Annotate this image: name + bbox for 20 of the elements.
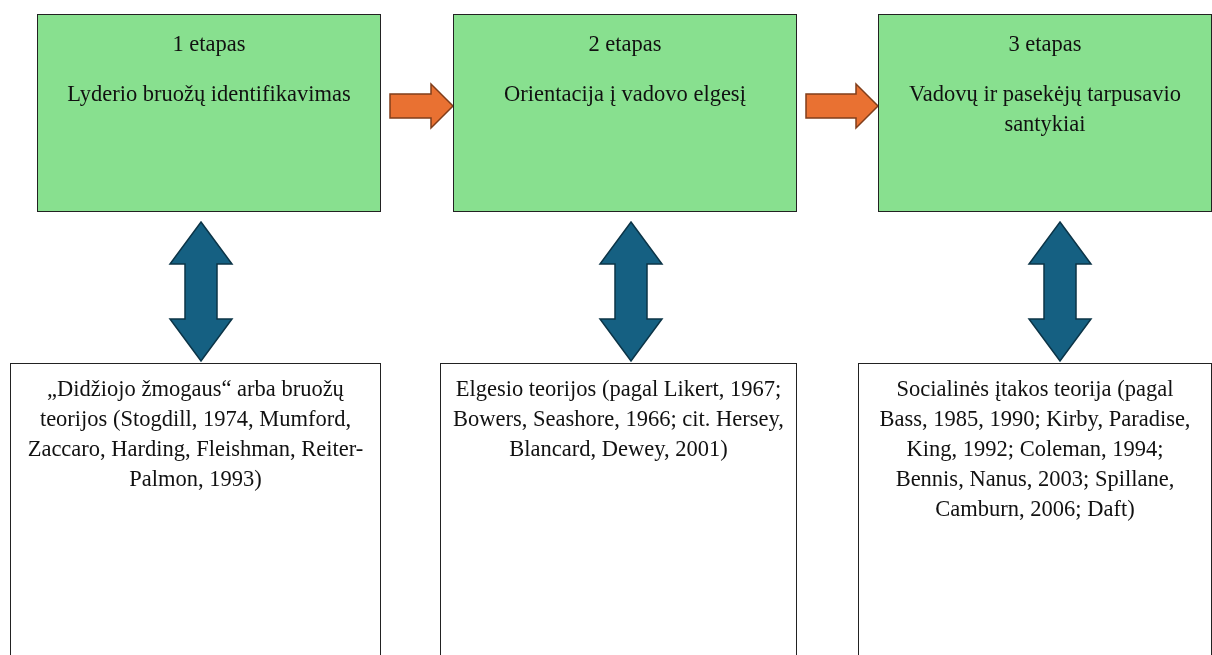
arrow: [389, 82, 455, 130]
theory-box: [858, 363, 1212, 655]
arrow: [805, 82, 880, 130]
stage-box: [878, 14, 1212, 212]
theory-text: Elgesio teorijos (pagal Likert, 1967; Bowers, Seashore, 1966; cit. Hersey, Blancard, Dewey, 2001): [452, 375, 785, 463]
theory-text: „Didžiojo žmogaus“ arba bruožų teorijos (Stogdill, 1974, Mumford, Zaccaro, Harding, Fleishman, Reiter-Palmon, 1993): [26, 375, 365, 493]
theory-box: [10, 363, 381, 655]
double-arrow: [1027, 220, 1093, 363]
stage-title: Lyderio bruožų identifikavimas: [67, 79, 351, 108]
stage-box: [37, 14, 381, 212]
stage-number: 1 etapas: [172, 30, 246, 58]
theory-box: [440, 363, 797, 655]
stage-box: [453, 14, 797, 212]
stage-title: Vadovų ir pasekėjų tarpusavio santykiai: [908, 79, 1182, 138]
double-arrow: [168, 220, 234, 363]
stage-title: Orientacija į vadovo elgesį: [504, 79, 746, 108]
double-arrow: [598, 220, 664, 363]
theory-text: Socialinės įtakos teorija (pagal Bass, 1985, 1990; Kirby, Paradise, King, 1992; Coleman, 1994; Bennis, Nanus, 2003; Spillane, Camburn, 2006; Daft): [878, 375, 1192, 523]
stage-number: 3 etapas: [1008, 30, 1082, 58]
stage-number: 2 etapas: [588, 30, 662, 58]
